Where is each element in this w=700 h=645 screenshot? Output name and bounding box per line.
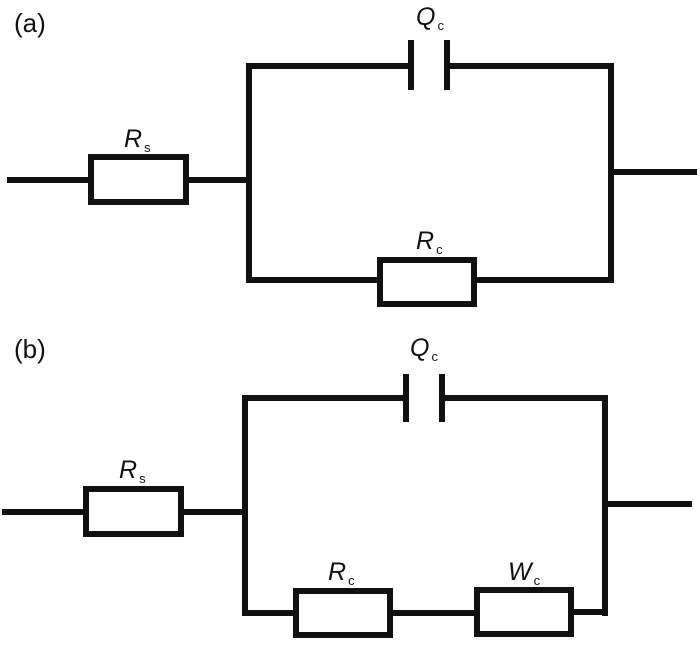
warburg-element-wc-b xyxy=(474,587,574,637)
panel-label-b: (b) xyxy=(14,334,46,364)
resistor-rs-a xyxy=(88,154,189,205)
panel-label-a: (a) xyxy=(14,8,46,38)
resistor-rc-a xyxy=(377,257,477,307)
resistor-rc-b xyxy=(293,588,393,638)
resistor-rs-b xyxy=(83,486,184,537)
